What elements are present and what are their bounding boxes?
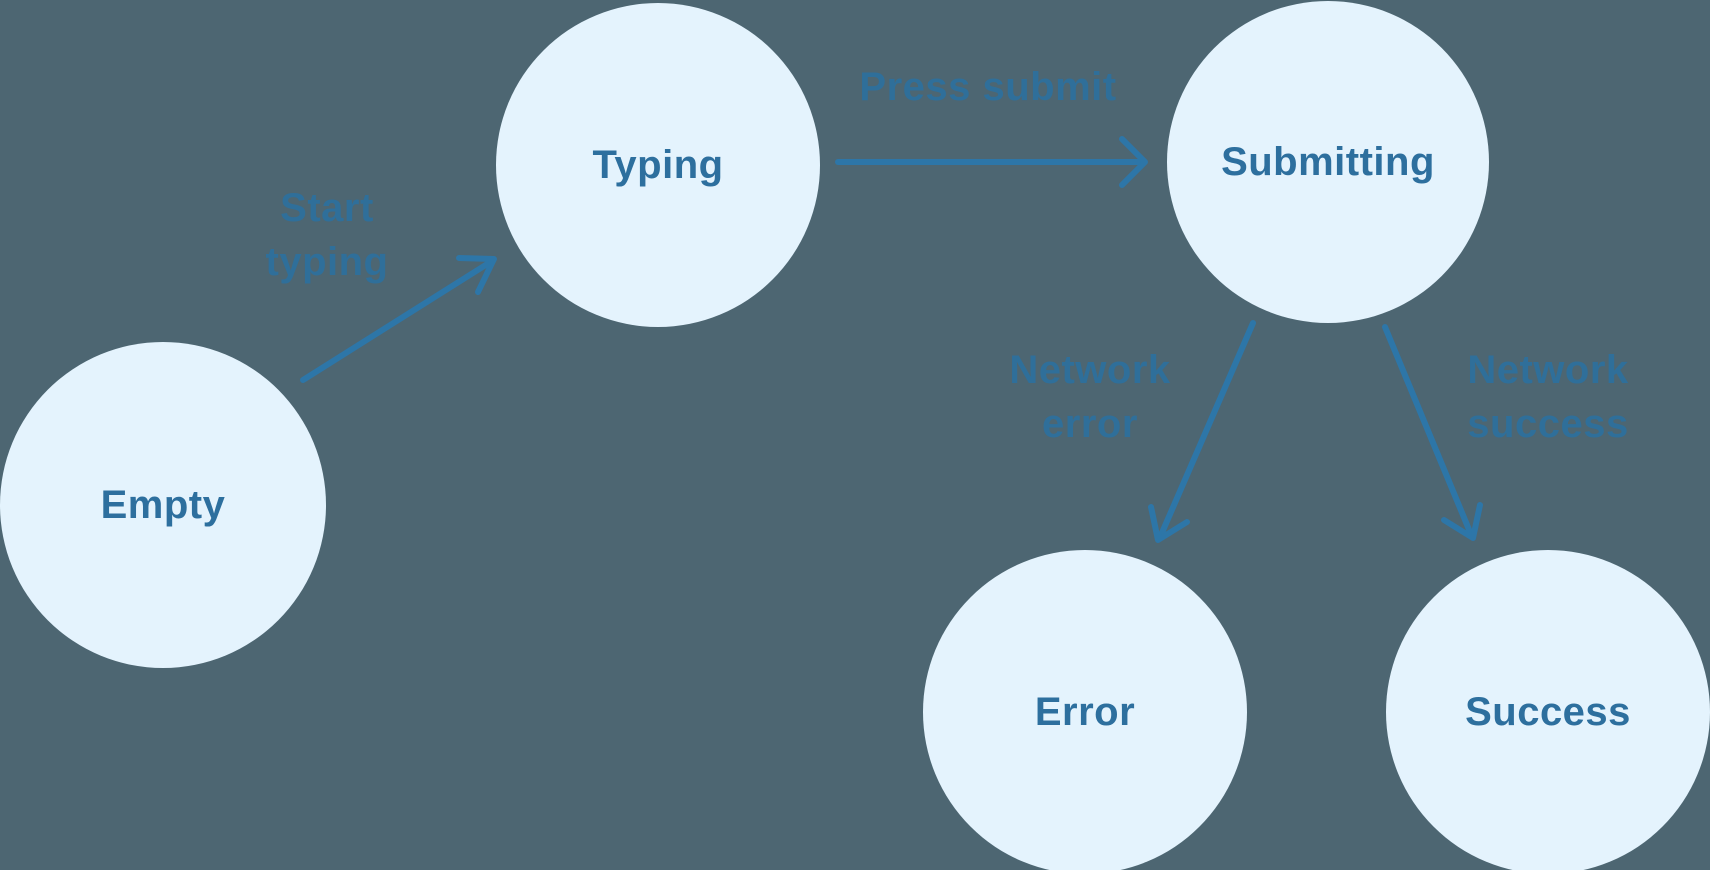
state-node-success: Success (1386, 550, 1710, 870)
arrow-head-icon (1148, 504, 1190, 543)
edge-arrow-submitting-to-error (1148, 320, 1256, 543)
edge-label-network-success: Network success (1467, 348, 1629, 446)
state-node-typing: Typing (496, 3, 820, 327)
arrow-head-icon (1119, 136, 1148, 188)
state-node-label: Submitting (1221, 139, 1435, 184)
edge-arrow-empty-to-typing (300, 255, 497, 383)
edge-arrow-submitting-to-success (1382, 324, 1483, 541)
arrow-line (300, 258, 495, 383)
state-node-label: Success (1465, 689, 1631, 734)
arrow-head-icon (456, 255, 497, 295)
edge-label-network-error: Network error (1009, 348, 1171, 446)
arrow-head-icon (1441, 502, 1483, 541)
arrow-line (1382, 324, 1473, 535)
state-node-empty: Empty (0, 342, 326, 668)
state-node-label: Empty (100, 482, 226, 527)
arrow-line (1158, 320, 1256, 538)
state-node-label: Typing (592, 142, 724, 187)
edge-arrow-typing-to-submitting (835, 136, 1148, 188)
edge-label-start-typing: Start typing (265, 186, 389, 284)
state-node-error: Error (923, 550, 1247, 870)
state-node-label: Error (1034, 689, 1136, 734)
edge-label-press-submit: Press submit (859, 65, 1117, 109)
state-node-submitting: Submitting (1167, 1, 1489, 323)
